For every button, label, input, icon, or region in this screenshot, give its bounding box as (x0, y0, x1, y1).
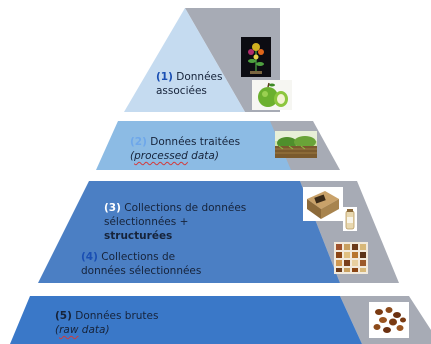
level-3-front (38, 181, 340, 283)
level-2-label: (2) Données traitées (processed data) (130, 136, 241, 162)
level-4-number: (4) (81, 251, 98, 263)
level-3-label: (3) Collections de données sélectionnées… (104, 201, 246, 243)
level-3-line3: structurées (104, 230, 173, 242)
level-5-line2-rest: data) (78, 324, 110, 336)
level-3-number: (3) (104, 202, 121, 214)
green-apple-icon (252, 80, 292, 110)
level-2-italic-word: processed (134, 150, 188, 162)
level-4-line2: données sélectionnées (81, 265, 202, 277)
level-1-label: (1) Données associées (156, 70, 222, 98)
level-5-label: (5) Données brutes (raw data) (55, 310, 159, 336)
level-5-number: (5) (55, 310, 72, 322)
herbarium-box-icon (303, 187, 343, 221)
level-1-number: (1) (156, 71, 173, 83)
seed-grid-icon (334, 242, 368, 274)
green-field-icon (275, 131, 317, 158)
level-3-line1: Collections de données (124, 202, 247, 214)
level-1-line1: Données (176, 71, 223, 83)
specimen-jar-icon (343, 207, 357, 231)
raw-seeds-icon (369, 302, 409, 338)
level-5-line1: Données brutes (75, 310, 159, 322)
level-2-number: (2) (130, 136, 147, 148)
level-2-front (96, 121, 291, 170)
level-4-label: (4) Collections de données sélectionnées (81, 250, 201, 278)
level-2-line2-rest: data) (187, 150, 219, 162)
botanical-print-icon (241, 37, 271, 77)
level-1-front (124, 8, 245, 112)
level-2-line1: Données traitées (150, 136, 241, 148)
level-3-line2: sélectionnées + (104, 216, 189, 228)
level-1-line2: associées (156, 85, 207, 97)
level-4-line1: Collections de (101, 251, 176, 263)
level-5-italic-word: raw (59, 324, 79, 336)
level-5-front (10, 296, 362, 344)
